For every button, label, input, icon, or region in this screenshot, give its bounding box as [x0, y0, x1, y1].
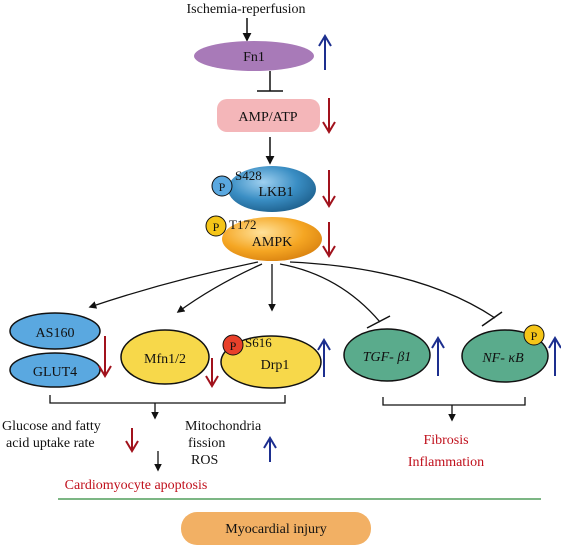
mfn-down-arrow-icon	[205, 358, 219, 388]
fn1-node: Fn1	[194, 41, 314, 71]
svg-text:P: P	[531, 329, 538, 343]
nfkb-label: NF- κB	[481, 351, 524, 366]
drp1-up-arrow-icon	[317, 338, 331, 377]
mfn-label: Mfn1/2	[144, 352, 186, 367]
svg-text:P: P	[213, 220, 220, 234]
lkb1-down-arrow-icon	[322, 170, 336, 208]
fn1-inhibits-ampatp	[257, 71, 283, 92]
myocardial-injury-node: Myocardial injury	[181, 512, 371, 545]
as160-node: AS160	[9, 312, 101, 350]
nfkb-up-arrow-icon	[548, 336, 561, 376]
nfkb-inhibit-bar	[481, 311, 503, 327]
fn1-up-arrow-icon	[318, 34, 332, 70]
glut4-node: GLUT4	[9, 352, 101, 388]
tgf-label: TGF- β1	[363, 350, 412, 365]
mito-line1: Mitochondria	[185, 419, 262, 434]
nfkb-phospho-icon: P	[523, 324, 545, 346]
lkb1-site-label: S428	[235, 168, 262, 183]
glut4-label: GLUT4	[33, 365, 77, 380]
glucose-line2: acid uptake rate	[6, 436, 95, 451]
mito-line2: fission	[188, 436, 225, 451]
tgf-up-arrow-icon	[431, 336, 445, 376]
right-bracket	[382, 397, 526, 422]
nfkb-node: NF- κB	[461, 329, 549, 383]
lkb1-phospho-icon: P	[211, 175, 233, 197]
ampk-down-arrow-icon	[322, 222, 336, 258]
glucose-down-arrow-icon	[125, 428, 139, 453]
fibrosis-label: Fibrosis	[423, 433, 468, 448]
ampk-phospho-icon: P	[205, 215, 227, 237]
fn1-label: Fn1	[243, 50, 265, 65]
ampk-node: AMPK	[222, 217, 322, 261]
tgf-node: TGF- β1	[343, 328, 431, 382]
as160-label: AS160	[36, 326, 75, 341]
ampk-site-label: T172	[229, 217, 256, 232]
as160-down-arrow-icon	[98, 336, 112, 378]
mito-line3: ROS	[191, 453, 218, 468]
svg-text:P: P	[219, 180, 226, 194]
left-bracket	[49, 395, 286, 420]
myocardial-injury-label: Myocardial injury	[225, 522, 326, 537]
lkb1-node: LKB1	[228, 166, 316, 212]
ampk-label: AMPK	[252, 235, 292, 250]
glucose-line1: Glucose and fatty	[2, 419, 101, 434]
drp1-node: Drp1	[220, 335, 322, 389]
inflammation-label: Inflammation	[408, 455, 484, 470]
mito-up-arrow-icon	[263, 436, 277, 462]
drp1-label: Drp1	[261, 358, 290, 373]
ischemia-reperfusion-label: Ischemia-reperfusion	[187, 2, 306, 17]
svg-text:P: P	[230, 339, 237, 353]
tgf-inhibit-bar	[366, 315, 391, 329]
apoptosis-label: Cardiomyocyte apoptosis	[65, 478, 208, 493]
amp-atp-node: AMP/ATP	[217, 99, 320, 132]
amp-atp-label: AMP/ATP	[238, 110, 297, 125]
ampk-branches	[88, 261, 496, 323]
mfn-node: Mfn1/2	[120, 329, 210, 385]
ampatp-down-arrow-icon	[322, 98, 336, 134]
drp1-phospho-icon: P	[222, 334, 244, 356]
lkb1-label: LKB1	[259, 185, 294, 200]
drp1-site-label: S616	[245, 335, 272, 350]
